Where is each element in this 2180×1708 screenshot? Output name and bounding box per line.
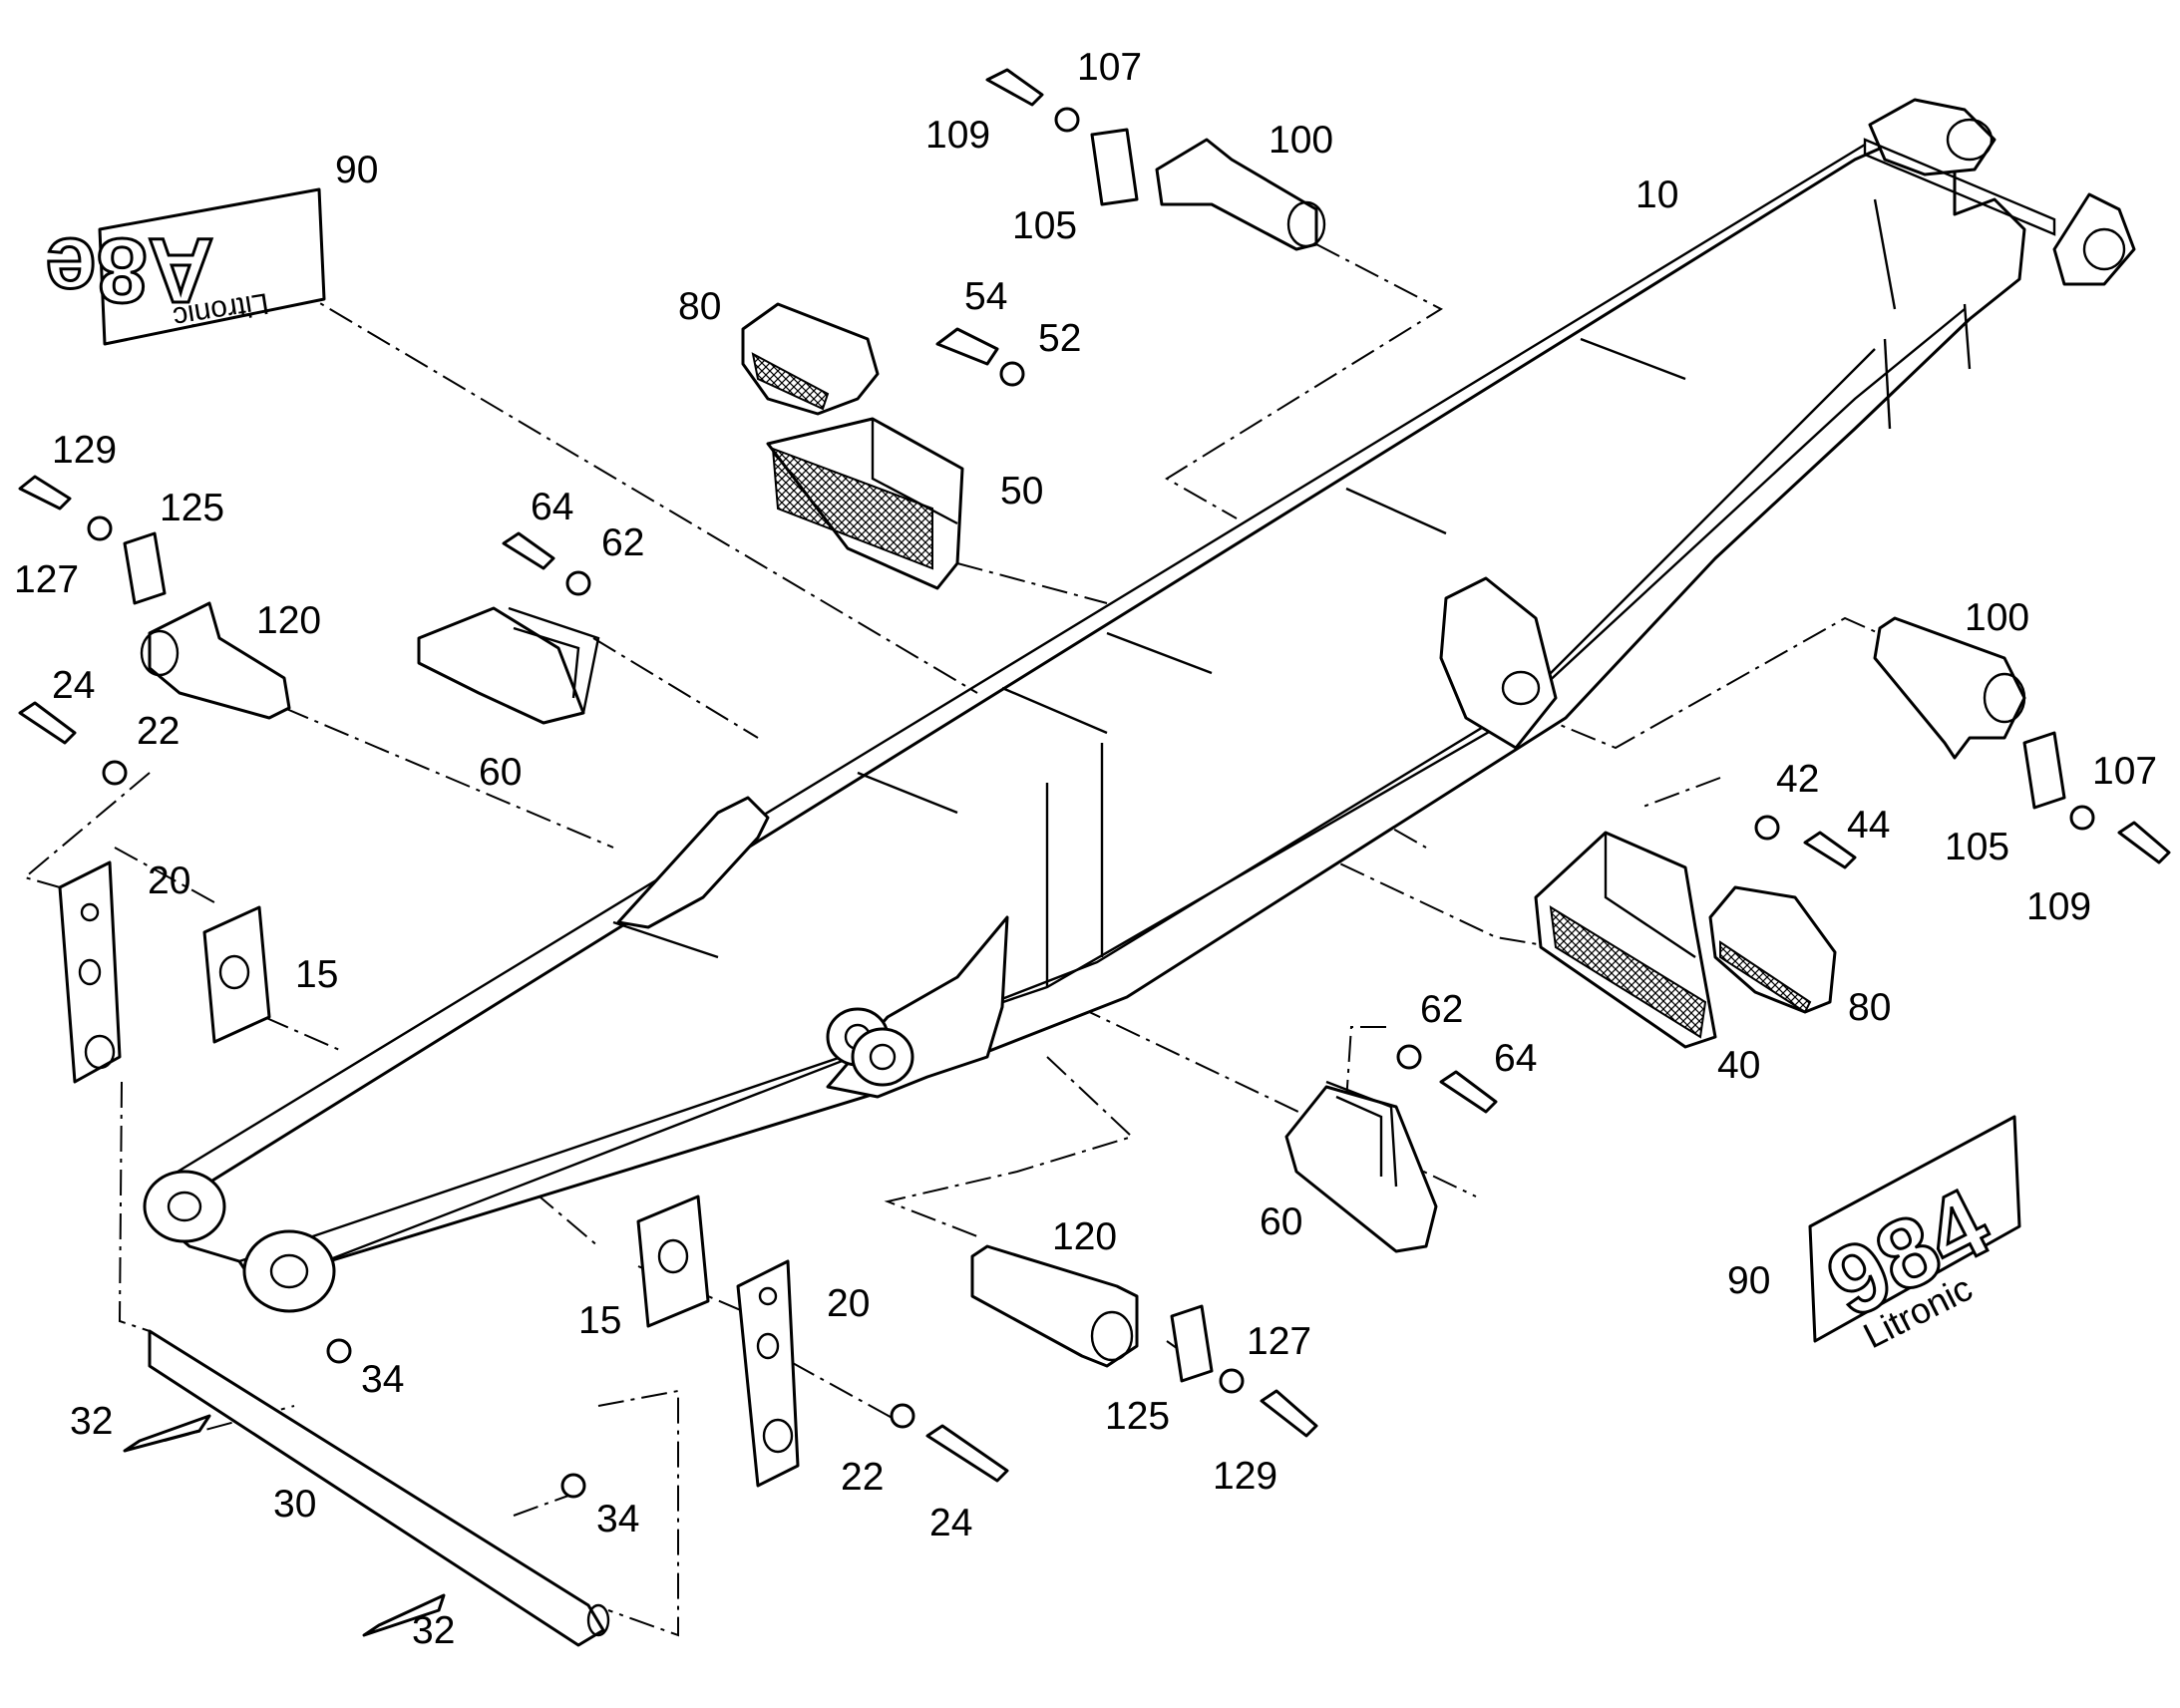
callout-129-left: 129 xyxy=(52,429,117,472)
callout-10: 10 xyxy=(1635,173,1678,216)
callout-80-top: 80 xyxy=(678,285,721,328)
callout-20-left: 20 xyxy=(148,859,190,902)
callout-125-bottom: 125 xyxy=(1105,1395,1170,1438)
pin-100-right xyxy=(1873,616,2026,760)
step-60-left xyxy=(417,606,600,725)
shaft-30 xyxy=(148,1329,610,1647)
hardware xyxy=(18,68,2171,1637)
callout-50: 50 xyxy=(1000,470,1043,512)
callout-22-left: 22 xyxy=(137,710,180,753)
callout-127-bottom: 127 xyxy=(1247,1320,1311,1363)
lamp-80-top xyxy=(741,302,880,416)
callout-109-top: 109 xyxy=(925,114,990,157)
callout-34-top: 34 xyxy=(361,1358,404,1401)
callout-32-left: 32 xyxy=(70,1400,113,1443)
callout-90-left: 90 xyxy=(335,149,378,191)
callout-62-right: 62 xyxy=(1420,988,1463,1031)
lamp-80-right xyxy=(1708,885,1837,1014)
callout-129-bottom: 129 xyxy=(1213,1455,1277,1498)
callout-24-left: 24 xyxy=(52,664,95,707)
cover-40 xyxy=(1534,831,1717,1049)
plate-20-left xyxy=(58,860,122,1084)
callout-20-bottom: 20 xyxy=(827,1282,870,1325)
callout-60-left: 60 xyxy=(479,751,522,794)
decal-left-text: A8e xyxy=(46,219,214,321)
decal-left: A8e Litronic xyxy=(44,187,326,346)
callout-105-top: 105 xyxy=(1012,204,1077,247)
callout-107-top: 107 xyxy=(1077,46,1142,89)
callout-100-right: 100 xyxy=(1965,596,2029,639)
callout-40: 40 xyxy=(1717,1044,1760,1087)
callout-22-bottom: 22 xyxy=(841,1456,884,1499)
callout-62-left: 62 xyxy=(601,521,644,564)
callout-52: 52 xyxy=(1038,317,1081,360)
callout-54: 54 xyxy=(964,275,1007,318)
plate-15-bottom xyxy=(636,1195,710,1328)
callouts: 107 109 100 90 105 10 80 54 52 129 125 6… xyxy=(14,46,2157,1652)
callout-105-right: 105 xyxy=(1945,826,2009,868)
plate-20-bottom xyxy=(736,1259,800,1488)
callout-107-right: 107 xyxy=(2092,750,2157,793)
callout-60-right: 60 xyxy=(1260,1200,1302,1243)
callout-125-left: 125 xyxy=(160,487,224,529)
pin-120-bottom xyxy=(970,1244,1139,1368)
pin-100-top xyxy=(1155,138,1326,251)
callout-127-left: 127 xyxy=(14,558,79,601)
plate-15-left xyxy=(202,905,271,1044)
callout-24-bottom: 24 xyxy=(929,1502,972,1544)
callout-30: 30 xyxy=(273,1483,316,1526)
cover-50 xyxy=(766,417,964,590)
callout-15-left: 15 xyxy=(295,953,338,996)
callout-120-left: 120 xyxy=(256,599,321,642)
callout-34-bottom: 34 xyxy=(596,1498,639,1540)
callout-32-bottom: 32 xyxy=(412,1609,455,1652)
callout-109-right: 109 xyxy=(2026,885,2091,928)
callout-64-right: 64 xyxy=(1494,1037,1537,1080)
callout-80-right: 80 xyxy=(1848,986,1891,1029)
decal-right: 984 Litronic xyxy=(1808,1115,2021,1356)
callout-100-top: 100 xyxy=(1269,119,1333,162)
callout-120-bottom: 120 xyxy=(1052,1215,1117,1258)
callout-44: 44 xyxy=(1847,804,1890,847)
callout-42: 42 xyxy=(1776,758,1819,801)
callout-64-left: 64 xyxy=(531,486,573,528)
boom-main xyxy=(143,98,2136,1313)
step-60-right xyxy=(1284,1080,1438,1253)
callout-90-right: 90 xyxy=(1727,1259,1770,1302)
pin-120-left xyxy=(140,601,291,720)
callout-15-bottom: 15 xyxy=(578,1299,621,1342)
